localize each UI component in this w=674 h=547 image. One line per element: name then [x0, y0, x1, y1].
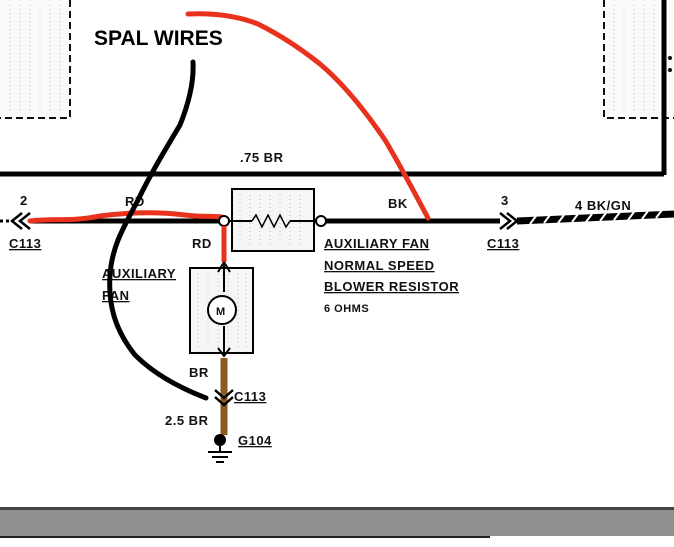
- label-connector-bottom: C113: [234, 389, 266, 404]
- label-wire-br-bottom: 2.5 BR: [165, 413, 209, 428]
- label-wire-br: BR: [189, 365, 209, 380]
- component-box-top-right: [603, 0, 674, 175]
- label-pin-right: 3: [501, 193, 509, 208]
- footer-bar: [0, 510, 674, 536]
- label-connector-right: C113: [487, 236, 519, 251]
- title-spal-wires: SPAL WIRES: [94, 27, 223, 50]
- red-overlay-rd: [27, 210, 225, 224]
- auxiliary-fan: [189, 261, 254, 358]
- wire-4-bk-gn: [516, 209, 674, 225]
- black-overlay-line: [107, 59, 209, 401]
- component-box-top-left: [0, 0, 72, 119]
- label-ground: G104: [238, 433, 272, 448]
- label-wire-rd-left: RD: [192, 236, 212, 251]
- blower-resistor: [229, 188, 316, 252]
- label-resistor-line1: AUXILIARY FAN: [324, 236, 429, 251]
- label-resistor-line2: NORMAL SPEED: [324, 258, 435, 273]
- connector-right: [499, 212, 520, 230]
- label-resistor-line3: BLOWER RESISTOR: [324, 279, 459, 294]
- junction-node-left: [218, 215, 230, 227]
- motor-symbol: [207, 295, 237, 325]
- label-aux-fan-1: AUXILIARY: [102, 266, 176, 281]
- label-resistor-value: 6 OHMS: [324, 303, 369, 315]
- label-aux-fan-2: FAN: [102, 288, 130, 303]
- label-connector-left: C113: [9, 236, 41, 251]
- connector-bottom: [214, 389, 234, 407]
- connector-left: [0, 212, 31, 230]
- label-motor: M: [216, 306, 226, 318]
- ground-symbol: [208, 434, 232, 463]
- junction-node-right: [315, 215, 327, 227]
- label-wire-4-bk-gn: 4 BK/GN: [575, 198, 631, 213]
- label-pin-left: 2: [20, 193, 28, 208]
- red-overlay-line: [185, 11, 431, 221]
- label-wire-075-br: .75 BR: [240, 150, 284, 165]
- label-wire-bk: BK: [388, 196, 408, 211]
